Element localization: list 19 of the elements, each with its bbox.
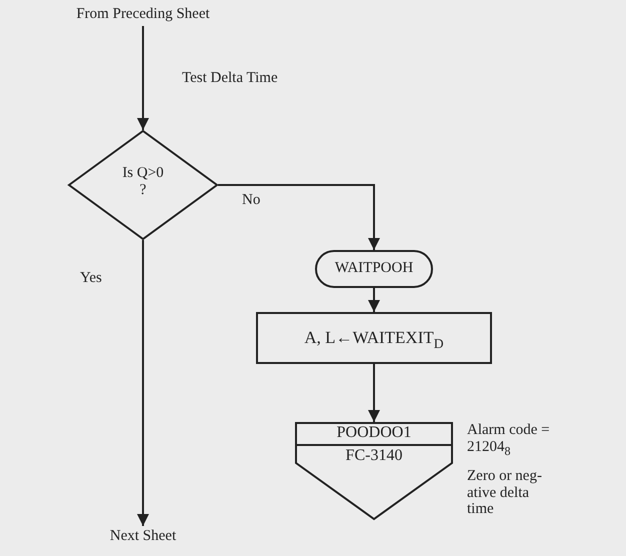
program-name: POODOO1 xyxy=(336,424,412,443)
note-text: Alarm code = 21204$_{8}$ xyxy=(467,422,551,455)
flow-heading: Test Delta Time xyxy=(182,70,278,86)
node-text: Next Sheet xyxy=(110,528,176,546)
note-text: Zero or neg- ative delta time xyxy=(467,468,543,518)
decision-diamond xyxy=(68,130,218,240)
alarm-code-ref: FC-3140 xyxy=(346,447,402,466)
process-box xyxy=(256,312,492,364)
node-text: WAITPOOH xyxy=(334,260,414,278)
flow-arrow xyxy=(218,184,380,250)
alarm-offpage-connector xyxy=(295,422,453,520)
flow-arrow xyxy=(368,288,380,312)
flow-arrow xyxy=(137,26,149,130)
node-text: Is Q>0 ? xyxy=(121,164,165,200)
terminal-box xyxy=(315,250,433,288)
flow-arrow xyxy=(137,240,149,526)
flow-arrow xyxy=(368,364,380,422)
node-text: A, L←WAITEXIT$_{D}$ xyxy=(304,328,444,348)
node-text: From Preceding Sheet xyxy=(76,6,210,24)
